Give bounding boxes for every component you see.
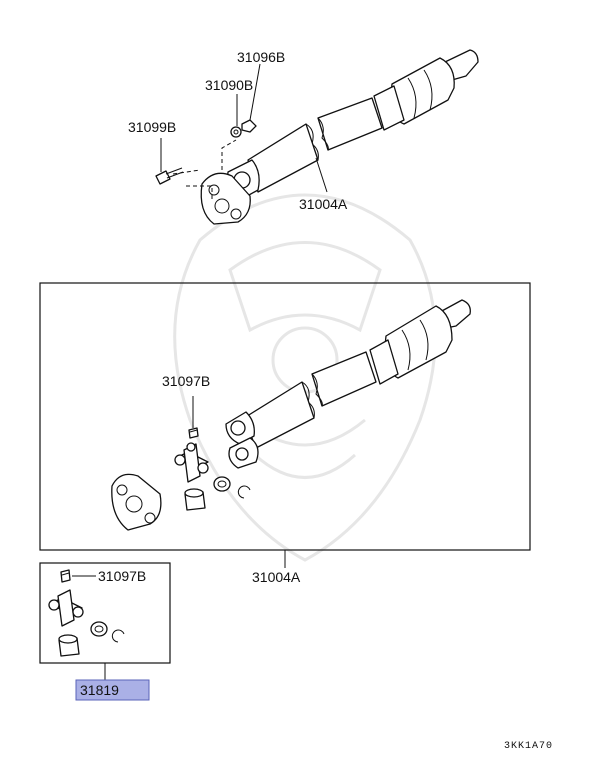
top-washer-part[interactable] xyxy=(230,126,242,138)
box-universal-joint[interactable] xyxy=(174,442,209,483)
label-box-fitting[interactable]: 31097B xyxy=(162,373,210,389)
label-box-shaft[interactable]: 31004A xyxy=(252,569,301,585)
diagram-code: 3KK1A70 xyxy=(504,741,553,752)
kit-bearing-cup[interactable] xyxy=(58,634,80,657)
kit-snap-ring[interactable] xyxy=(111,629,125,643)
box-snap-ring[interactable] xyxy=(237,485,251,499)
kit-universal-joint[interactable] xyxy=(48,589,84,627)
box-fitting-part[interactable] xyxy=(188,427,199,439)
kit-part-highlight[interactable] xyxy=(75,679,150,701)
top-shaft-assembly[interactable] xyxy=(200,49,479,225)
box-flange-yoke[interactable] xyxy=(111,473,162,531)
box-bearing-cup[interactable] xyxy=(184,488,206,511)
top-nut-part[interactable] xyxy=(241,119,257,133)
kit-seal-ring[interactable] xyxy=(90,621,108,637)
box-shaft-assembly[interactable] xyxy=(225,299,471,469)
label-top-washer[interactable]: 31090B xyxy=(205,77,253,93)
kit-fitting-part[interactable] xyxy=(60,569,71,583)
box-seal-ring[interactable] xyxy=(213,476,231,492)
top-bolt-part[interactable] xyxy=(155,167,184,185)
label-top-shaft[interactable]: 31004A xyxy=(299,196,348,212)
label-kit-part[interactable]: 31819 xyxy=(80,682,119,698)
label-top-bolt[interactable]: 31099B xyxy=(128,119,176,135)
label-kit-fitting[interactable]: 31097B xyxy=(98,568,146,584)
label-top-nut[interactable]: 31096B xyxy=(237,49,285,65)
watermark-emblem xyxy=(173,193,437,562)
